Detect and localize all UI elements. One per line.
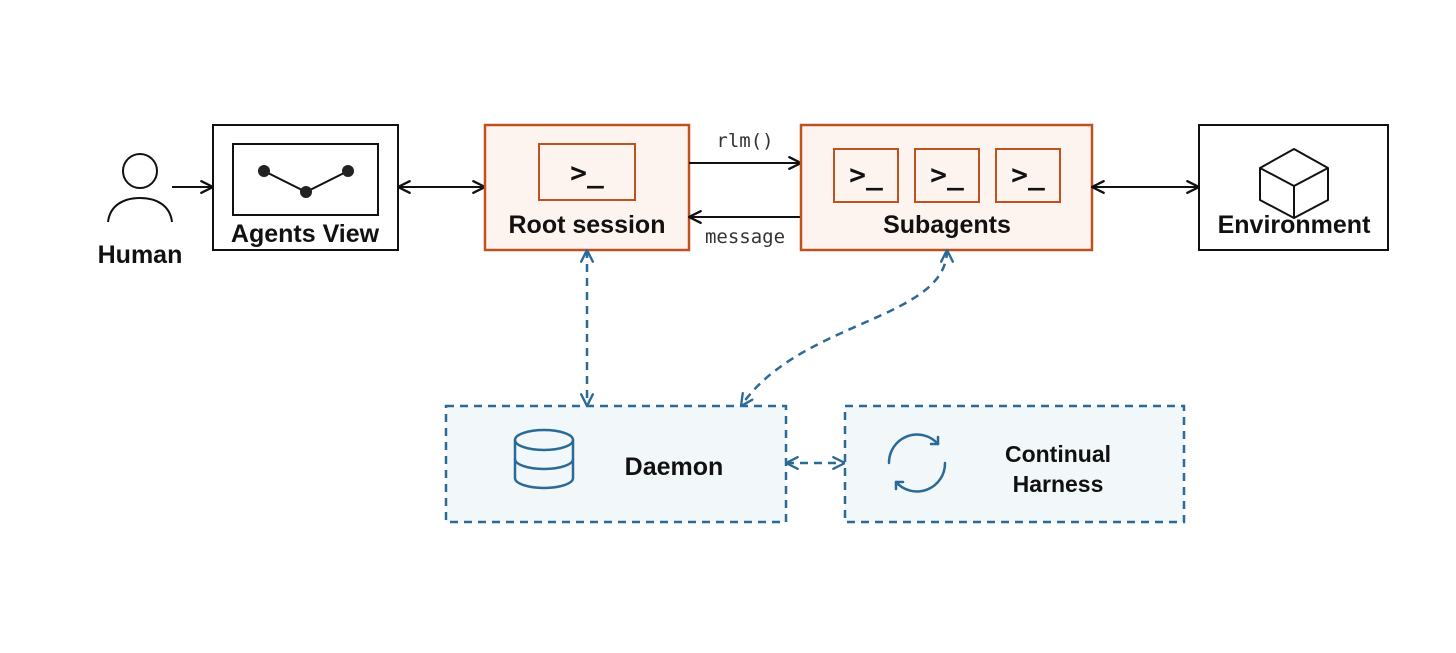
root-terminal-prompt: >_ [570,156,604,189]
environment-label: Environment [1218,211,1371,239]
root-session-node: >_ Root session [483,123,691,252]
continual-harness-label-line2: Harness [1013,471,1104,497]
edge-label-message: message [705,226,785,248]
terminal-icon [995,148,1061,203]
daemon-box [444,404,788,524]
environment-node: Environment [1198,124,1389,251]
daemon-label: Daemon [625,453,724,481]
edge-subagents-daemon [739,248,954,408]
continual-harness-label-line1: Continual [1005,441,1111,467]
root-terminal-icon [538,143,636,201]
agents-view-label: Agents View [231,220,380,248]
subagent-prompt-1: >_ [849,158,883,191]
continual-harness-box [843,404,1186,524]
agents-view-screen [232,143,379,216]
terminal-icon [833,148,899,203]
subagents-node: >_ >_ >_ Subagents [799,123,1094,252]
continual-harness-node: Continual Harness [843,404,1186,524]
cycle-icon [887,433,947,493]
root-session-label: Root session [509,211,666,239]
terminal-icon [914,148,980,203]
human-node: Human [98,153,183,269]
graph-icon [258,165,354,198]
subagents-label: Subagents [883,211,1011,239]
subagent-terminal-1: >_ [833,148,899,203]
subagent-terminal-3: >_ [995,148,1061,203]
human-label: Human [98,241,183,269]
subagent-prompt-2: >_ [930,158,964,191]
cube-icon [1259,148,1329,219]
agents-view-node: Agents View [212,124,399,251]
edge-label-rlm: rlm() [716,130,773,152]
person-icon [107,153,173,223]
database-icon [513,428,575,490]
subagent-prompt-3: >_ [1011,158,1045,191]
daemon-node: Daemon [444,404,788,524]
subagent-terminal-2: >_ [914,148,980,203]
